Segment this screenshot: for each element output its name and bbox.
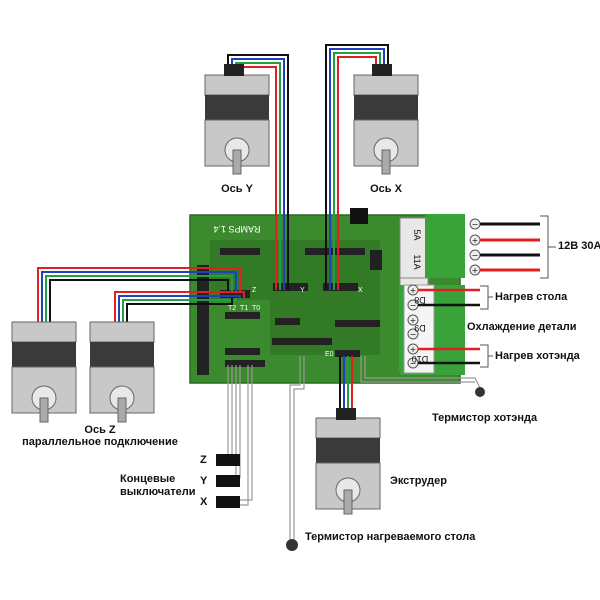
sign-plus-1: + xyxy=(472,236,479,245)
motor-x xyxy=(353,64,419,175)
motor-z1 xyxy=(11,321,77,423)
label-t0: T0 xyxy=(252,305,260,312)
label-endstop-y: Y xyxy=(200,475,208,487)
wires-heat xyxy=(418,288,480,365)
label-y-driver: Y xyxy=(300,287,305,294)
label-extruder: Экструдер xyxy=(390,475,447,487)
board-name: RAMPS 1.4 xyxy=(213,224,260,234)
wires-thermistor xyxy=(289,356,481,540)
sign-plus-2: + xyxy=(472,266,479,275)
motor-z2 xyxy=(89,321,155,423)
sign-minus-5: − xyxy=(410,359,417,368)
hotend-thermistor-bead xyxy=(475,387,485,397)
label-part-cooling: Охлаждение детали xyxy=(467,321,577,333)
label-e0: E0 xyxy=(325,351,334,358)
sign-plus-3: + xyxy=(410,286,417,295)
label-endstops-1: Концевые xyxy=(120,473,176,485)
sign-plus-5: + xyxy=(410,345,417,354)
label-endstop-z: Z xyxy=(200,454,207,466)
label-axis-x: Ось X xyxy=(370,183,402,195)
sign-minus-2: − xyxy=(472,251,479,260)
label-t2: T2 xyxy=(228,305,236,312)
label-d10: D10 xyxy=(412,354,429,364)
label-axis-z: Ось Z xyxy=(84,424,116,436)
endstop-switches xyxy=(216,454,240,508)
wires-motor-z xyxy=(37,267,245,325)
label-endstop-x: X xyxy=(200,496,208,508)
motor-y xyxy=(204,64,270,175)
brackets xyxy=(480,215,556,368)
label-5a: 5A xyxy=(412,229,422,240)
sign-plus-4: + xyxy=(410,316,417,325)
sign-minus-1: − xyxy=(472,220,479,229)
label-d8: D8 xyxy=(414,295,426,305)
sign-minus-3: − xyxy=(410,301,417,310)
label-bed-thermistor: Термистор нагреваемого стола xyxy=(305,531,476,543)
label-d9: D9 xyxy=(414,323,426,333)
label-11a: 11A xyxy=(412,254,422,269)
label-hotend-thermistor: Термистор хотэнда xyxy=(432,412,538,424)
label-endstops-2: выключатели xyxy=(120,486,196,498)
wires-power xyxy=(480,222,540,272)
label-axis-z-sub: параллельное подключение xyxy=(22,436,178,448)
label-z-driver: Z xyxy=(252,287,257,294)
sign-minus-4: − xyxy=(410,330,417,339)
label-hotend-heat: Нагрев хотэнда xyxy=(495,350,580,362)
label-bed-heat: Нагрев стола xyxy=(495,291,568,303)
bed-thermistor-bead xyxy=(286,539,298,551)
label-x-driver: X xyxy=(358,287,363,294)
motor-extruder xyxy=(315,408,381,515)
power-screws xyxy=(407,218,481,369)
label-axis-y: Ось Y xyxy=(221,183,253,195)
label-t1: T1 xyxy=(240,305,248,312)
label-power: 12В 30А xyxy=(558,240,600,252)
